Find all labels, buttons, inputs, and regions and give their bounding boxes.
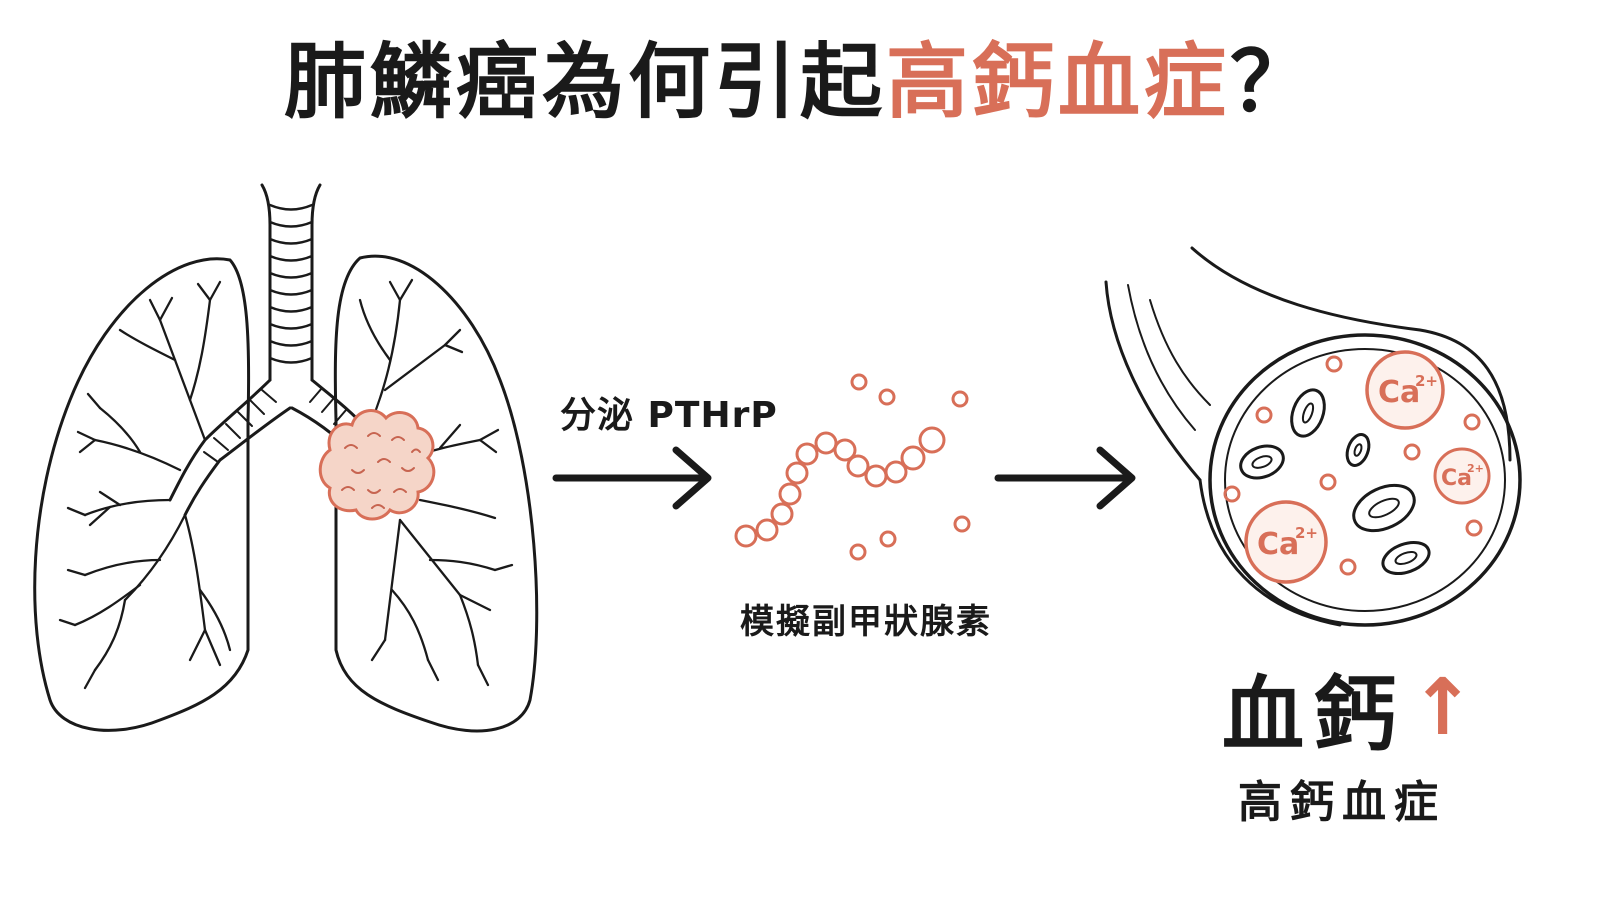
page-title: 肺鱗癌為何引起高鈣血症？: [0, 28, 1600, 138]
left-bronchioles: [58, 280, 232, 690]
left-lung: [33, 257, 251, 732]
hypercalcemia-label: 高鈣血症: [1238, 777, 1446, 828]
pthrp-free-molecules: [849, 373, 971, 561]
up-arrow-icon: ↑: [1410, 662, 1486, 753]
ion-charge: 2+: [1295, 524, 1318, 542]
title-main: 肺鱗癌為何引起: [283, 35, 886, 130]
blood-calcium-text: 血鈣: [1222, 668, 1407, 763]
blood-vessel: [1104, 246, 1522, 627]
arrow-right-1: [552, 446, 712, 510]
pthrp-name-label: 模擬副甲狀腺素: [740, 602, 992, 642]
secrete-pthrp-label: 分泌 PTHrP: [560, 395, 778, 436]
tumor-mass: [318, 409, 436, 521]
trachea-rings: [268, 203, 314, 364]
vessel-lumen: [1208, 333, 1522, 627]
ion-symbol: Ca: [1257, 527, 1299, 562]
calcium-ion-3: Ca 2+: [1244, 500, 1328, 584]
red-blood-cells: [1239, 388, 1431, 576]
lungs-illustration: [33, 183, 539, 733]
blood-calcium-label: 血鈣 ↑: [1222, 648, 1485, 767]
ion-symbol: Ca: [1378, 375, 1420, 410]
trachea: [260, 183, 322, 382]
calcium-ion-1: Ca 2+: [1365, 350, 1445, 430]
ion-symbol: Ca: [1441, 466, 1472, 491]
left-bronchus: [168, 378, 292, 517]
arrow-right-2: [994, 446, 1136, 510]
ion-charge: 2+: [1415, 372, 1438, 390]
calcium-dots: [1223, 355, 1483, 576]
title-accent: 高鈣血症: [885, 35, 1230, 130]
title-suffix: ？: [1230, 35, 1317, 130]
bronchus-rings: [203, 387, 347, 463]
ion-charge: 2+: [1467, 462, 1484, 475]
pthrp-peptide-chain: [734, 426, 946, 548]
calcium-ion-2: Ca 2+: [1433, 447, 1491, 505]
